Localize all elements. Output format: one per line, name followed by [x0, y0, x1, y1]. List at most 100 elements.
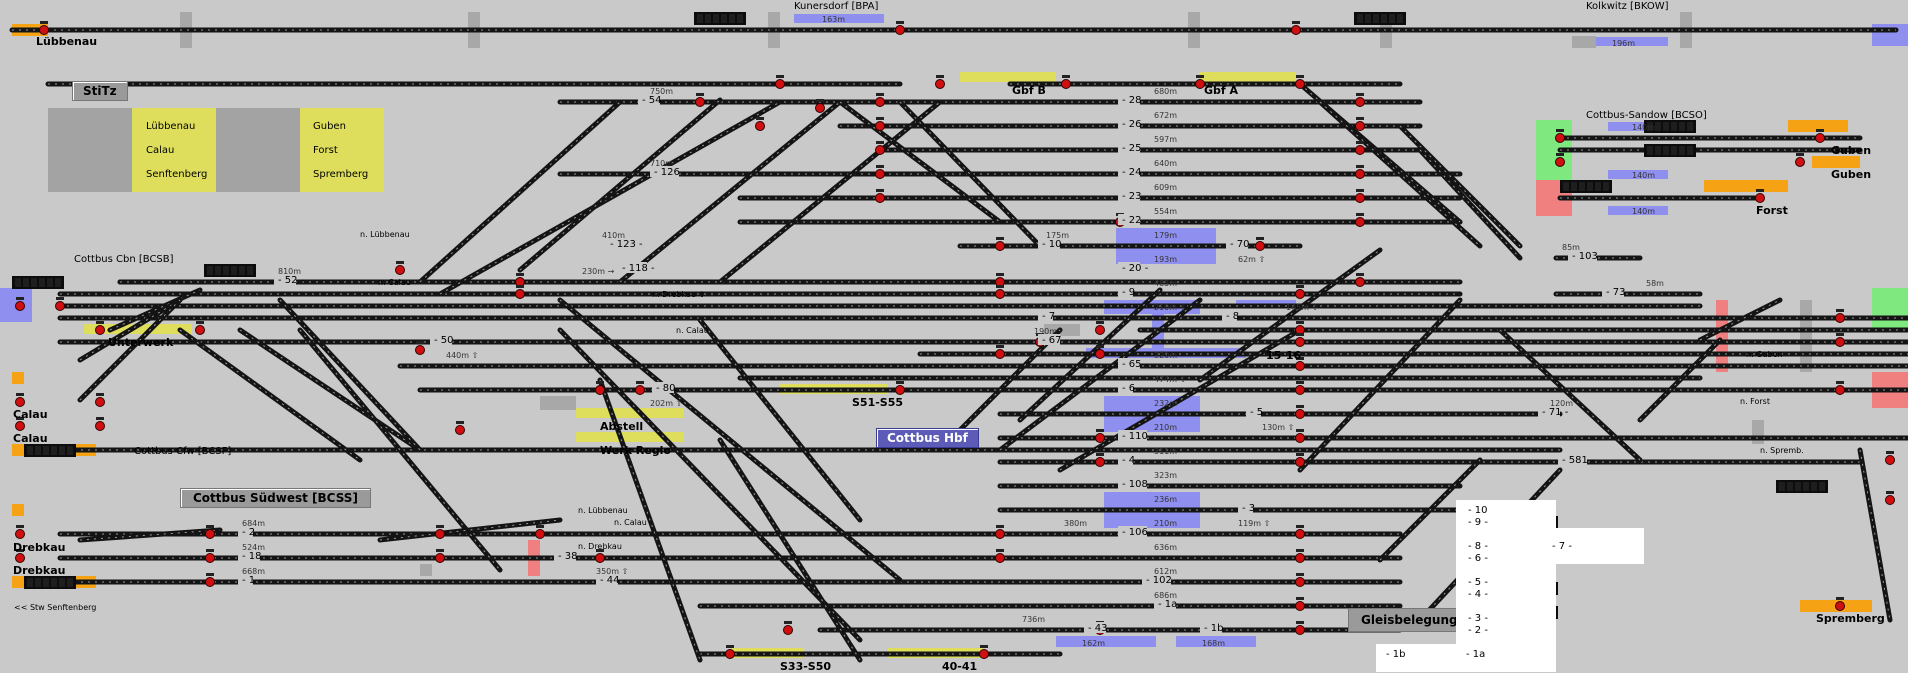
length-684: 684m: [242, 519, 266, 528]
signal-light: [205, 577, 215, 587]
joint-block: [1572, 36, 1596, 48]
stitz-luebbenau[interactable]: Lübbenau: [146, 121, 196, 132]
signal-light: [1355, 121, 1365, 131]
stitz-spremberg[interactable]: Spremberg: [313, 169, 369, 180]
train-number-digit: [1603, 182, 1609, 191]
length-190: 190m: [1034, 327, 1058, 336]
occupied-block: [1176, 636, 1256, 647]
signal-light: [1061, 79, 1071, 89]
signal-light: [595, 553, 605, 563]
stitz-calau[interactable]: Calau: [146, 145, 175, 156]
station-spremberg[interactable]: Spremberg: [1816, 612, 1885, 625]
gleisbelegung-button[interactable]: Gleisbelegung: [1348, 608, 1471, 632]
station-gbf-a[interactable]: Gbf A: [1204, 84, 1239, 97]
track-number: - 38 -: [558, 551, 585, 562]
station-calau-2[interactable]: Calau: [13, 432, 48, 445]
track-number: - 73 -: [1606, 287, 1633, 298]
stitz-forst[interactable]: Forst: [313, 145, 338, 156]
track-dash: [239, 329, 421, 451]
signal-light: [95, 421, 105, 431]
station-15-16[interactable]: 15-16: [1266, 349, 1302, 362]
signal-mast: [784, 621, 792, 624]
station-40-41[interactable]: 40-41: [942, 660, 978, 673]
train-number-digit: [1647, 122, 1653, 131]
track-number-bg: [1118, 94, 1140, 105]
signal-light: [995, 529, 1005, 539]
signal-mast: [996, 549, 1004, 552]
stitz-guben[interactable]: Guben: [313, 121, 346, 132]
station-guben-2[interactable]: Guben: [1831, 168, 1872, 181]
track-number-bg: [1118, 430, 1147, 441]
label-kolkwitz: Kolkwitz [BKOW]: [1586, 1, 1669, 12]
train-number-digit: [1795, 482, 1801, 491]
train-number-digit: [1811, 482, 1817, 491]
signal-light: [435, 553, 445, 563]
track-number-bg: [1118, 286, 1133, 297]
signal-mast: [996, 237, 1004, 240]
signal-mast: [1556, 129, 1564, 132]
signal-mast: [1256, 237, 1264, 240]
signal-light: [1295, 409, 1305, 419]
signal-mast: [396, 261, 404, 264]
station-s33-s50[interactable]: S33-S50: [780, 660, 832, 673]
station-guben-1[interactable]: Guben: [1831, 144, 1872, 157]
length-612: 612m: [1154, 567, 1178, 576]
station-werk-regio[interactable]: Werk Regio: [600, 444, 671, 457]
signal-mast: [996, 525, 1004, 528]
label-n-calau-2: n. Calau: [676, 326, 709, 335]
track-number-bg: [1238, 502, 1253, 513]
signal-light: [1295, 601, 1305, 611]
stitz-senftenberg[interactable]: Senftenberg: [146, 169, 208, 180]
length-380: 380m: [1064, 519, 1088, 528]
track-number-bg: [1038, 310, 1053, 321]
track-segment: [1497, 327, 1643, 463]
label-cottbus-sandow: Cottbus-Sandow [BCSO]: [1586, 110, 1707, 121]
station-gbf-b[interactable]: Gbf B: [1012, 84, 1046, 97]
signal-light: [1355, 169, 1365, 179]
signal-mast: [16, 417, 24, 420]
train-number-digit: [1819, 482, 1825, 491]
station-luebbenau[interactable]: Lübbenau: [36, 35, 98, 48]
signal-mast: [96, 393, 104, 396]
track-number-bg: [238, 550, 260, 561]
track-number-bg: [1226, 238, 1248, 249]
track-segment: [1417, 147, 1523, 261]
track-segment: [897, 99, 1043, 249]
label-stw-senftenberg[interactable]: << Stw Senftenberg: [14, 603, 97, 612]
signal-light: [875, 169, 885, 179]
track-number: - 5 -: [1250, 407, 1270, 418]
header-stitz[interactable]: StiTz: [72, 81, 128, 101]
header-cottbus-hbf[interactable]: Cottbus Hbf: [876, 428, 979, 448]
signal-mast: [16, 549, 24, 552]
header-cottbus-suedwest[interactable]: Cottbus Südwest [BCSS]: [180, 488, 371, 508]
train-number-digit: [1803, 482, 1809, 491]
length-485: 485m: [1154, 279, 1178, 288]
station-drebkau-1[interactable]: Drebkau: [13, 541, 66, 554]
station-drebkau-2[interactable]: Drebkau: [13, 564, 66, 577]
station-unterwerk[interactable]: Unterwerk: [108, 336, 174, 349]
track-number: - 28 -: [1122, 95, 1149, 106]
station-forst[interactable]: Forst: [1756, 204, 1788, 217]
track-dash: [839, 101, 1001, 223]
signal-mast: [1296, 405, 1304, 408]
platform-block: [576, 432, 684, 442]
signal-light: [775, 79, 785, 89]
station-abstell[interactable]: Abstell: [600, 420, 644, 433]
station-s51-s55[interactable]: S51-S55: [852, 396, 904, 409]
signal-mast: [1296, 429, 1304, 432]
signal-mast: [996, 285, 1004, 288]
station-calau-1[interactable]: Calau: [13, 408, 48, 421]
track-segment: [77, 297, 183, 363]
signal-mast: [876, 117, 884, 120]
track-segment: [377, 517, 563, 543]
signal-mast: [196, 321, 204, 324]
signal-mast: [1836, 597, 1844, 600]
signal-mast: [1062, 75, 1070, 78]
signal-mast: [1836, 309, 1844, 312]
track-number-bg: [1118, 214, 1140, 225]
signal-light: [95, 397, 105, 407]
track-number-bg: [1118, 262, 1140, 273]
train-number-digit: [43, 446, 49, 455]
train-number-digit: [15, 278, 21, 287]
